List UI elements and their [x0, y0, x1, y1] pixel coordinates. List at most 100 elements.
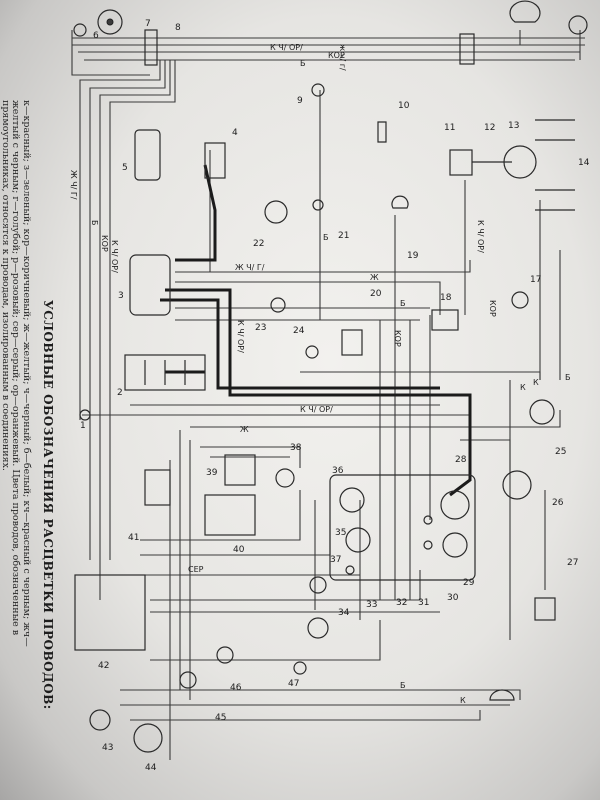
- headlamp-left: [97, 9, 123, 35]
- horn-22: [264, 200, 288, 224]
- switch-24: [305, 345, 319, 359]
- num-12: 12: [484, 123, 495, 133]
- num-5: 5: [122, 163, 128, 173]
- wire-code-top3: КОР: [328, 51, 345, 60]
- lamp-45: [179, 671, 197, 689]
- lamp-30: [423, 515, 433, 525]
- wire-code-vert3: Б: [323, 233, 329, 242]
- wire-code-low2: Ж: [240, 425, 249, 434]
- num-22: 22: [253, 239, 264, 249]
- num-37: 37: [330, 555, 341, 565]
- num-19: 19: [407, 251, 419, 261]
- num-11: 11: [444, 123, 455, 133]
- num-28: 28: [455, 455, 467, 465]
- flasher-26: [502, 470, 532, 500]
- switch-block-42: [74, 574, 146, 651]
- num-24: 24: [293, 326, 305, 336]
- switch-34: [307, 617, 329, 639]
- num-45: 45: [215, 713, 226, 723]
- wire-mid-11: [460, 439, 511, 470]
- num-13: 13: [508, 121, 519, 131]
- num-20: 20: [370, 289, 382, 299]
- wire-mid-8: [190, 410, 561, 428]
- connector-44: [133, 723, 163, 753]
- wire-low-9: [130, 710, 481, 721]
- num-41: 41: [128, 533, 139, 543]
- num-39: 39: [206, 468, 218, 478]
- gauge-28: [440, 490, 470, 520]
- wire-code-low1: К Ч/ ОР/: [300, 405, 333, 414]
- lamp-46: [216, 646, 234, 664]
- wire-code-left1: Ж Ч/ Г/: [69, 170, 78, 200]
- legend-line-2: желтый с черным; г—голубой; р—розовый; с…: [10, 100, 21, 635]
- wire-code-mid3: Б: [400, 299, 406, 308]
- lamp-23: [270, 297, 286, 313]
- wire-code-vert1: К Ч/ ОР/: [476, 220, 485, 253]
- wire-top-drop: [71, 30, 150, 76]
- wire-mid-2: [175, 281, 441, 315]
- num-23: 23: [255, 323, 266, 333]
- wire-code-low3: СЕР: [188, 565, 204, 574]
- lamp-37: [309, 576, 327, 594]
- wire-code-mid7: К: [520, 383, 526, 392]
- wire-low-6: [150, 620, 381, 661]
- num-29: 29: [463, 578, 475, 588]
- wire-left-bus-c: [99, 60, 171, 600]
- num-6: 6: [93, 31, 99, 41]
- num-10: 10: [398, 101, 410, 111]
- num-30: 30: [447, 593, 459, 603]
- lamp-43: [89, 709, 111, 731]
- connector-18: [431, 309, 459, 331]
- wire-code-left3: КОР: [100, 235, 109, 252]
- thick-cable-battery: [160, 298, 440, 390]
- switch-25: [529, 399, 555, 425]
- wire-low-7: [120, 689, 521, 700]
- num-35: 35: [335, 528, 346, 538]
- wire-code-mid5: К Ч/ ОР/: [236, 320, 245, 353]
- rear-lamp-right: [489, 689, 515, 701]
- legend-line-1: к—красный; з—зеленый; кор—коричневый; ж—…: [21, 100, 32, 647]
- wire-mid-1: [175, 260, 471, 273]
- num-42: 42: [98, 661, 109, 671]
- battery-2: [124, 354, 206, 391]
- num-43: 43: [102, 743, 113, 753]
- connector-top-right: [459, 33, 475, 65]
- fusebox-41: [144, 469, 171, 506]
- num-7: 7: [145, 19, 151, 29]
- num-4: 4: [232, 128, 238, 138]
- legend: УСЛОВНЫЕ ОБОЗНАЧЕНИЯ РАСЦВЕТКИ ПРОВОДОВ:…: [0, 100, 55, 710]
- switch-4: [204, 142, 226, 179]
- gauge-36: [339, 487, 365, 513]
- relay-39: [224, 454, 256, 486]
- sensor-10: [377, 121, 387, 143]
- num-3: 3: [118, 291, 124, 301]
- wire-left-bus-d: [109, 60, 176, 560]
- unit-11: [449, 149, 473, 176]
- num-8: 8: [175, 23, 181, 33]
- switch-13: [503, 145, 537, 179]
- num-1: 1: [80, 421, 86, 431]
- coil-5: [134, 129, 161, 181]
- wire-code-vert2: КОР: [488, 300, 497, 317]
- num-2: 2: [117, 388, 123, 398]
- num-21: 21: [338, 231, 349, 241]
- wire-low-1: [140, 490, 301, 541]
- components: [73, 0, 588, 753]
- terminals-14: [535, 119, 575, 211]
- lamp-33: [345, 565, 355, 575]
- lamp-9: [311, 83, 325, 97]
- headlamp-left-core: [106, 18, 114, 26]
- wire-code-top2: К Ч/ ОР/: [270, 43, 303, 52]
- connector-8: [144, 29, 158, 66]
- wire-code-left4: К Ч/ ОР/: [110, 240, 119, 273]
- wire-code-vert4: К: [533, 378, 539, 387]
- legend-line-3: прямоугольниках, относятся к проводам, и…: [0, 100, 11, 471]
- num-26: 26: [552, 498, 564, 508]
- wire-code-mid4: КОР: [393, 330, 402, 347]
- wire-code-low5: К: [460, 696, 466, 705]
- terminal-1: [79, 409, 91, 421]
- wire-left-bus-a: [79, 60, 161, 420]
- wire-code-left2: Б: [90, 220, 99, 226]
- num-9: 9: [297, 96, 303, 106]
